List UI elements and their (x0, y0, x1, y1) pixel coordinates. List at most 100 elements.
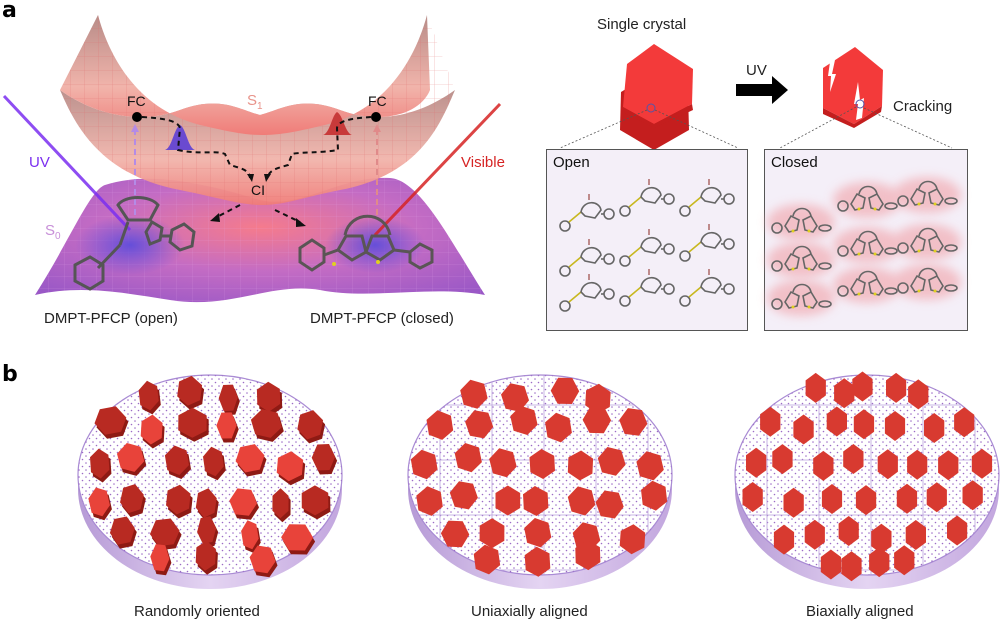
crystal-icon (449, 481, 478, 510)
crystal-icon (783, 487, 804, 518)
crystal-icon (203, 446, 224, 477)
crystal-icon (149, 518, 180, 547)
crystal-icon (138, 380, 159, 411)
closed-halo (893, 224, 961, 260)
crystal-schematic (559, 44, 953, 150)
crystal-icon (772, 444, 793, 475)
crystal-icon (908, 379, 929, 410)
crystal-icon (195, 488, 217, 518)
crystal-icon (109, 516, 135, 545)
closed-halo (767, 280, 835, 316)
crystal-icon (301, 485, 329, 516)
crystal-icon (416, 486, 443, 516)
single-crystal-icon (620, 44, 693, 150)
crystal-icon (229, 488, 257, 516)
crystal-icon (793, 414, 814, 445)
crystal-icon (834, 378, 855, 409)
crystal-icon (241, 520, 259, 550)
energy-surface-diagram (2, 15, 502, 303)
closed-molecule-icon (837, 230, 898, 257)
open-molecule-icon (559, 274, 615, 312)
crystal-icon (164, 445, 189, 475)
crystal-icon (501, 383, 529, 412)
crystal-icon (256, 381, 281, 412)
molecule-open-icon (73, 196, 196, 291)
closed-molecule-icon (837, 185, 898, 212)
fc-right-dot (371, 112, 381, 122)
crystal-icon (495, 485, 521, 516)
open-molecule-caption: DMPT-PFCP (open) (44, 310, 178, 327)
crystal-icon (545, 412, 572, 443)
panel-a-label: a (2, 0, 17, 23)
visible-label: Visible (461, 154, 505, 171)
crystal-icon (843, 444, 864, 474)
closed-packing-box: Closed (764, 149, 968, 331)
crystal-icon (88, 487, 110, 517)
crystal-icon (938, 450, 959, 481)
uv-arrow-icon (736, 76, 788, 104)
crystal-icon (869, 547, 890, 578)
crystal-icon (926, 482, 947, 513)
crystal-icon (120, 484, 144, 514)
crystal-icon (746, 447, 767, 478)
visible-beam (373, 102, 502, 237)
crystal-icon (524, 518, 552, 548)
crystal-icon (641, 480, 668, 511)
crystal-icon (550, 377, 580, 404)
crystal-icon (178, 407, 207, 438)
open-molecule-icon (619, 269, 675, 307)
open-packing-box: Open (546, 149, 748, 331)
crystal-icon (597, 447, 626, 476)
fc-left-dot (132, 112, 142, 122)
crystal-icon (272, 488, 289, 519)
crystal-icon (838, 516, 859, 546)
crystal-icon (140, 414, 163, 445)
crystal-icon (636, 451, 664, 481)
crystal-icon (813, 450, 834, 481)
disk-biaxially-aligned (734, 371, 1000, 589)
crystal-icon (820, 549, 841, 580)
single-crystal-label: Single crystal (597, 16, 687, 33)
open-molecule-icon (679, 224, 735, 262)
crystal-icon (465, 410, 494, 439)
crystal-icon (523, 486, 549, 516)
disk-caption-biaxial: Biaxially aligned (806, 603, 914, 620)
crystal-icon (276, 451, 304, 482)
open-molecule-grid (559, 179, 735, 312)
crystal-icon (907, 449, 928, 480)
crystal-icon (826, 406, 847, 437)
cracking-label: Cracking (893, 98, 953, 115)
s0-label: S0 (45, 222, 61, 242)
crystal-icon (567, 486, 596, 516)
crystal-icon (619, 408, 648, 436)
closed-molecule-icon (837, 270, 898, 297)
crystal-icon (216, 412, 237, 439)
crystal-icon (947, 515, 968, 546)
uv-beam (2, 94, 132, 232)
disk-randomly-oriented (77, 374, 343, 589)
molecule-closed-icon (298, 214, 434, 272)
closed-halo (893, 264, 961, 300)
crystal-icon (773, 524, 795, 555)
disk-uniaxially-aligned (407, 374, 673, 589)
open-molecule-icon (619, 229, 675, 267)
uv-arrow-label: UV (746, 62, 767, 79)
closed-molecule-icon (771, 283, 832, 310)
open-box-title: Open (553, 154, 590, 171)
crystal-icon (853, 409, 875, 440)
crystal-icon (479, 518, 505, 549)
crystal-icon (760, 406, 781, 437)
crystal-icon (595, 490, 624, 519)
closed-molecule-icon (897, 227, 958, 254)
closed-molecule-icon (771, 207, 832, 234)
crystal-icon (971, 448, 993, 479)
crystal-icon (804, 519, 825, 550)
closed-molecule-icon (897, 180, 958, 207)
crystal-icon (894, 545, 915, 576)
closed-halo (833, 227, 901, 263)
open-molecule-icon (559, 194, 615, 232)
closed-halo (767, 242, 835, 278)
crystal-icon (197, 516, 217, 544)
crystal-icon (454, 443, 482, 473)
open-molecule-icon (559, 239, 615, 277)
